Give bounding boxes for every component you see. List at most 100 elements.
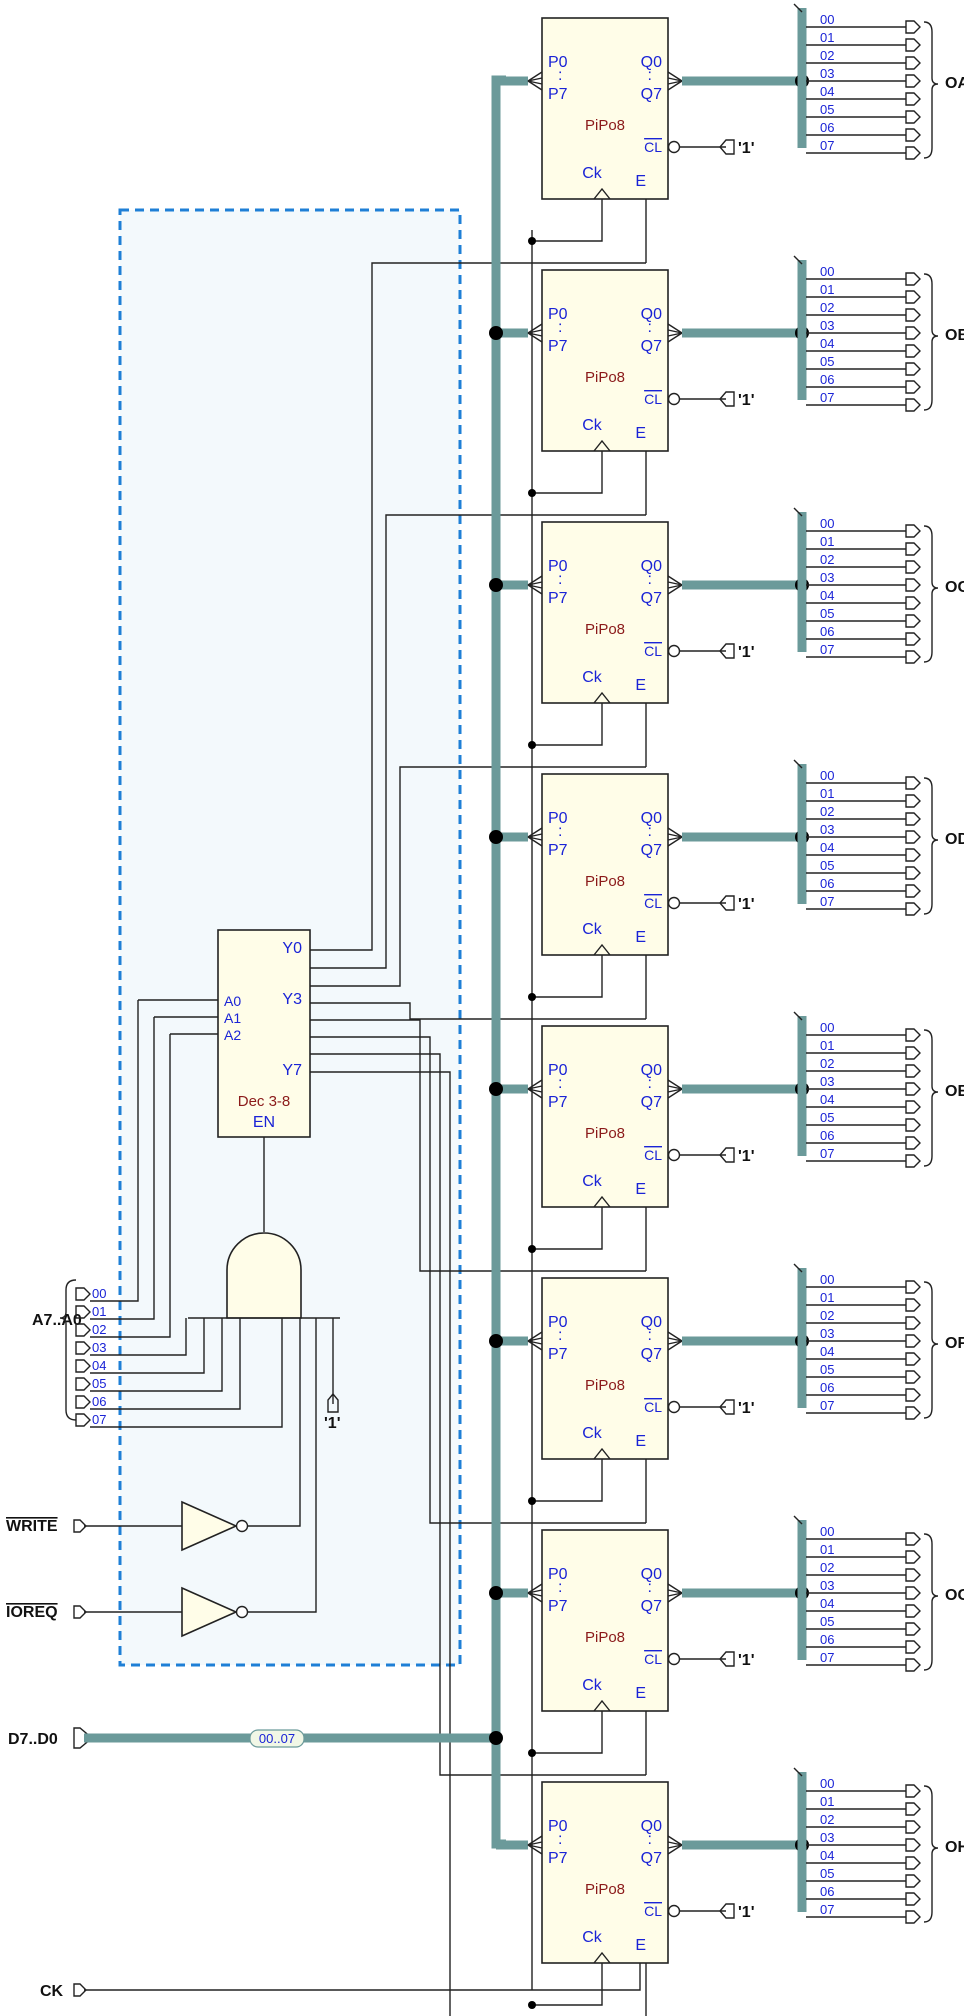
reg-pin-q0: Q0 — [641, 1062, 662, 1079]
svg-text:04: 04 — [820, 1848, 834, 1863]
svg-text:05: 05 — [92, 1376, 106, 1391]
reg-pin-p7: P7 — [548, 1346, 568, 1363]
svg-text:02: 02 — [92, 1322, 106, 1337]
decoder-3-8: Y0 Y3 Y7 A0 A1 A2 Dec 3-8 EN — [217, 929, 311, 1138]
svg-text:00: 00 — [820, 264, 834, 279]
svg-text:05: 05 — [820, 606, 834, 621]
clock-wire — [84, 1960, 641, 1991]
reg-pin-p0: P0 — [548, 306, 568, 323]
reg-pin-e: E — [635, 1937, 646, 1954]
svg-text:03: 03 — [820, 822, 834, 837]
reg-pin-p7: P7 — [548, 86, 568, 103]
svg-text:02: 02 — [820, 1560, 834, 1575]
reg-pin-cl: CL — [644, 1903, 662, 1919]
reg-pin-q7: Q7 — [641, 86, 662, 103]
svg-text:00: 00 — [820, 1776, 834, 1791]
svg-text::: : — [558, 1075, 562, 1092]
reg-const-one: '1' — [738, 1148, 755, 1165]
write-input-label: WRITE — [6, 1518, 58, 1535]
svg-text::: : — [558, 823, 562, 840]
svg-text:02: 02 — [820, 1308, 834, 1323]
svg-text:01: 01 — [820, 1542, 834, 1557]
svg-text:02: 02 — [820, 1812, 834, 1827]
reg-name: PiPo8 — [585, 1629, 625, 1646]
reg-const-one: '1' — [738, 896, 755, 913]
reg-pin-p7: P7 — [548, 1598, 568, 1615]
svg-text:04: 04 — [820, 84, 834, 99]
reg-pin-ck: Ck — [582, 1425, 603, 1442]
reg-pin-e: E — [635, 425, 646, 442]
reg-pin-p0: P0 — [548, 810, 568, 827]
reg-pin-p0: P0 — [548, 1314, 568, 1331]
reg-name: PiPo8 — [585, 873, 625, 890]
svg-text:06: 06 — [820, 624, 834, 639]
svg-text:03: 03 — [820, 570, 834, 585]
reg-pin-q7: Q7 — [641, 842, 662, 859]
reg-name: PiPo8 — [585, 369, 625, 386]
svg-text:07: 07 — [820, 1146, 834, 1161]
svg-text::: : — [558, 1831, 562, 1848]
svg-text:04: 04 — [820, 588, 834, 603]
svg-text:04: 04 — [820, 1596, 834, 1611]
reg-pin-ck: Ck — [582, 1677, 603, 1694]
svg-text:03: 03 — [820, 318, 834, 333]
svg-text:07: 07 — [820, 138, 834, 153]
reg-pin-q7: Q7 — [641, 1094, 662, 1111]
svg-text::: : — [558, 67, 562, 84]
svg-text:07: 07 — [820, 1398, 834, 1413]
svg-text:05: 05 — [820, 102, 834, 117]
reg-name: PiPo8 — [585, 1881, 625, 1898]
reg-pin-ck: Ck — [582, 417, 603, 434]
reg-pin-cl: CL — [644, 1399, 662, 1415]
and-gate — [226, 1232, 302, 1319]
svg-text:05: 05 — [820, 1866, 834, 1881]
svg-text:03: 03 — [820, 1074, 834, 1089]
reg-const-one: '1' — [738, 644, 755, 661]
data-input-label: D7..D0 — [8, 1731, 58, 1748]
reg-pin-p7: P7 — [548, 590, 568, 607]
reg-pin-cl: CL — [644, 1147, 662, 1163]
output-buses: 0001020304050607OA0001020304050607OB0001… — [682, 3, 964, 1924]
reg-pin-e: E — [635, 929, 646, 946]
svg-text:06: 06 — [820, 1884, 834, 1899]
svg-text:03: 03 — [820, 66, 834, 81]
reg-pin-p7: P7 — [548, 1094, 568, 1111]
output-label-og: OG — [945, 1587, 964, 1604]
svg-text:04: 04 — [820, 336, 834, 351]
decoder-in-a2: A2 — [224, 1027, 241, 1043]
reg-pin-ck: Ck — [582, 1929, 603, 1946]
reg-const-one: '1' — [738, 1652, 755, 1669]
reg-pin-e: E — [635, 1433, 646, 1450]
svg-text:00: 00 — [820, 12, 834, 27]
svg-text::: : — [648, 1075, 652, 1092]
reg-name: PiPo8 — [585, 117, 625, 134]
reg-pin-q7: Q7 — [641, 1850, 662, 1867]
reg-pin-q7: Q7 — [641, 1346, 662, 1363]
svg-text:07: 07 — [820, 1902, 834, 1917]
svg-text::: : — [558, 571, 562, 588]
svg-text::: : — [648, 1579, 652, 1596]
reg-pin-p0: P0 — [548, 1566, 568, 1583]
svg-text::: : — [558, 319, 562, 336]
svg-text:00: 00 — [820, 768, 834, 783]
svg-text:03: 03 — [820, 1830, 834, 1845]
decoder-enable: EN — [253, 1114, 275, 1131]
svg-text:03: 03 — [92, 1340, 106, 1355]
reg-const-one: '1' — [738, 392, 755, 409]
reg-pin-cl: CL — [644, 643, 662, 659]
reg-pin-p0: P0 — [548, 1062, 568, 1079]
svg-text:02: 02 — [820, 1056, 834, 1071]
output-label-oh: OH — [945, 1839, 964, 1856]
output-label-ob: OB — [945, 327, 964, 344]
reg-pin-p0: P0 — [548, 54, 568, 71]
write-inverter — [181, 1500, 249, 1552]
